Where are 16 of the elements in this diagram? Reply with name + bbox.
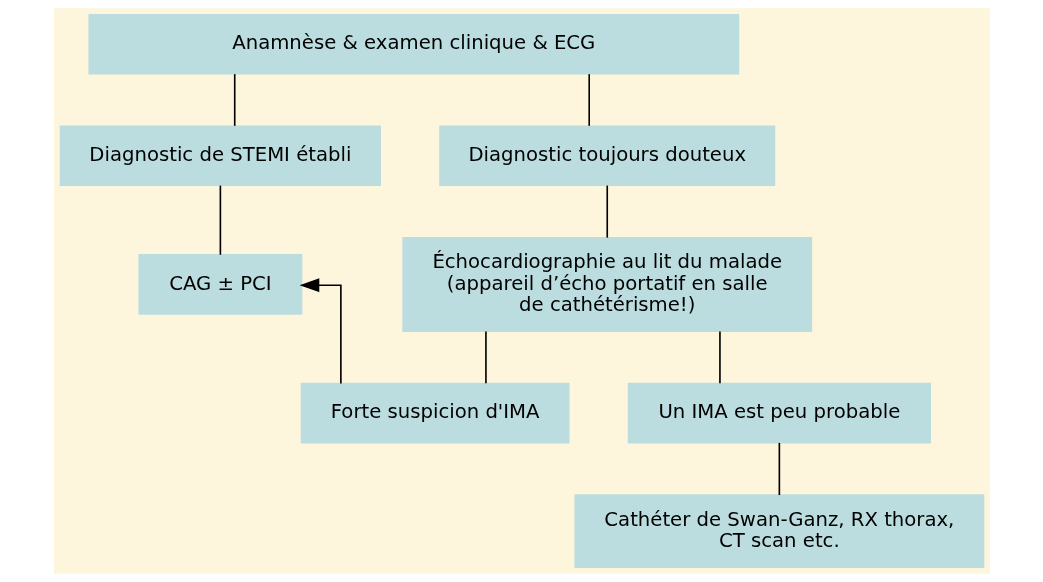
arrow bbox=[299, 278, 342, 385]
connector bbox=[484, 330, 487, 384]
node-box: Un IMA est peu probable bbox=[627, 382, 931, 444]
node-box: Cathéter de Swan-Ganz, RX thorax, CT scan etc. bbox=[573, 494, 984, 569]
node-box: Diagnostic de STEMI établi bbox=[59, 125, 381, 187]
node-box: Forte suspicion d'IMA bbox=[300, 382, 570, 444]
connector bbox=[605, 184, 608, 239]
node-box: CAG ± PCI bbox=[137, 254, 302, 315]
connector bbox=[778, 442, 780, 496]
node-box: Anamnèse & examen clinique & ECG bbox=[87, 13, 739, 75]
node-box: Échocardiographie au lit du malade (appareil d’écho portatif en salle de cathétérisme!) bbox=[401, 236, 812, 332]
connector bbox=[233, 73, 236, 127]
connector bbox=[219, 184, 221, 256]
connector bbox=[587, 73, 590, 127]
connector bbox=[718, 330, 721, 384]
node-box: Diagnostic toujours douteux bbox=[438, 125, 775, 187]
